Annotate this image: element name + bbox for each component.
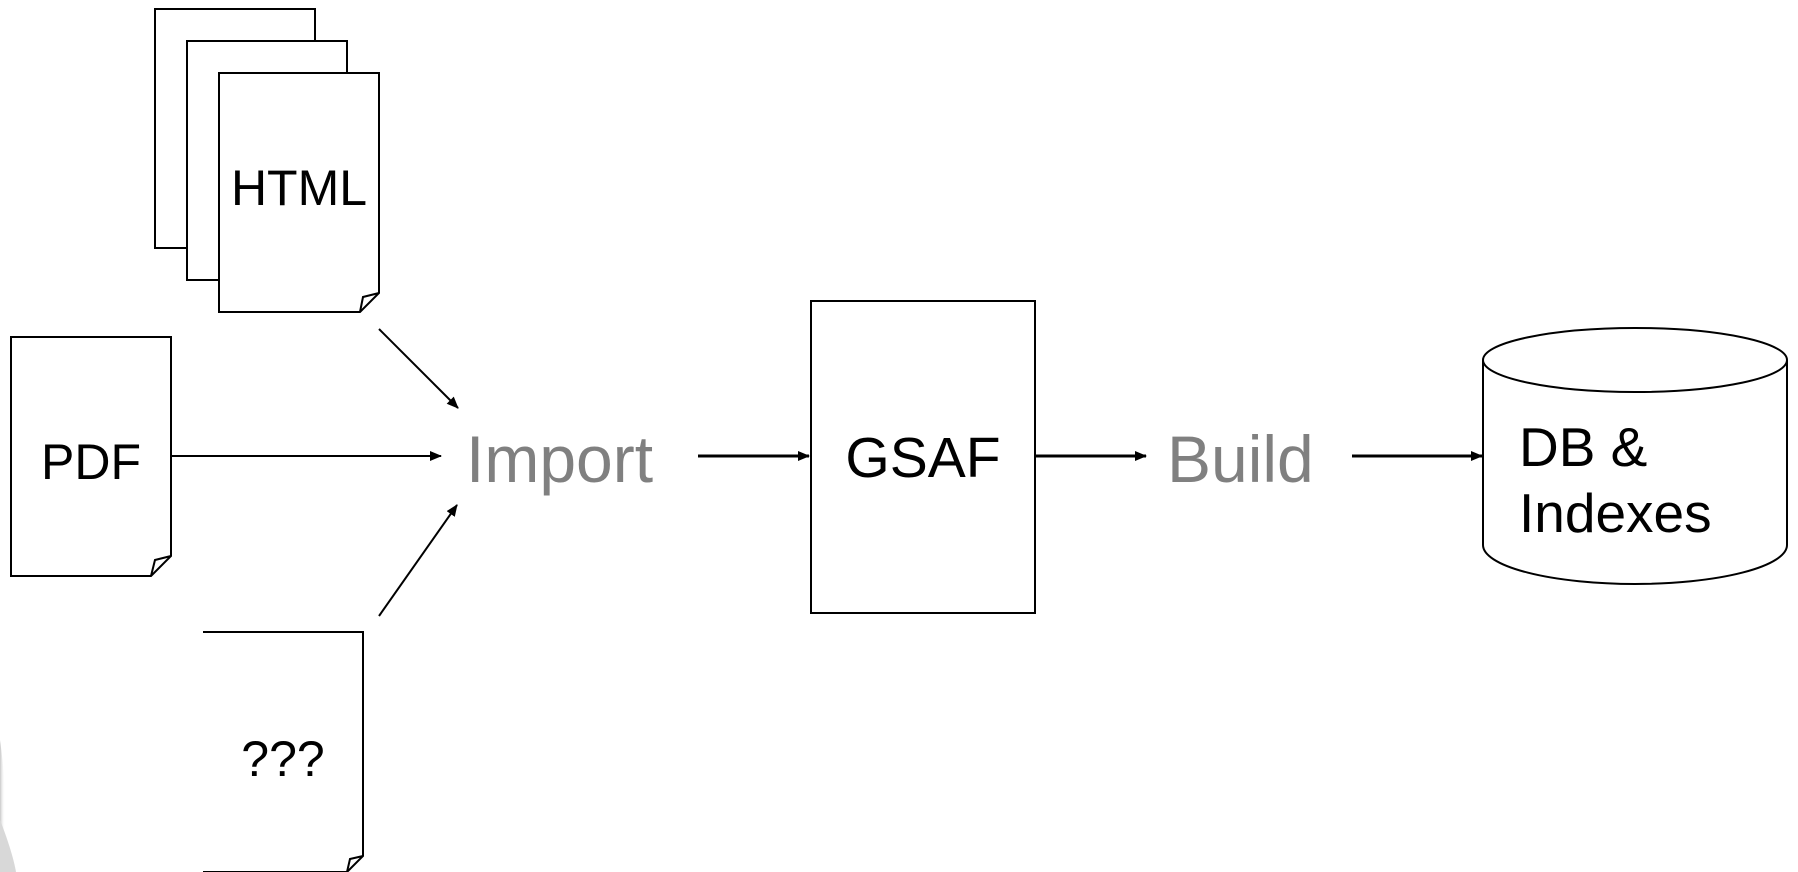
html-doc-fold [359, 292, 380, 313]
edge-shading-bottom [0, 820, 16, 872]
unknown-document [203, 631, 364, 872]
html-doc-front [218, 72, 380, 313]
html-doc-label: HTML [230, 160, 368, 216]
unknown-doc-label: ??? [241, 731, 325, 787]
arrow-html-to-import [378, 328, 459, 409]
db-label-line1: DB & [1519, 416, 1648, 478]
gsaf-box [810, 300, 1036, 614]
pdf-doc-label: PDF [41, 434, 141, 490]
db-label: DB & Indexes [1519, 414, 1712, 546]
html-document-stack [154, 8, 380, 313]
gsaf-label: GSAF [845, 426, 1001, 490]
pdf-document [10, 336, 172, 577]
db-label-line2: Indexes [1519, 482, 1712, 544]
database-cylinder [1482, 327, 1788, 585]
import-step-label: Import [466, 422, 654, 496]
arrow-unknown-to-import [378, 504, 458, 617]
build-step-label: Build [1167, 422, 1314, 496]
